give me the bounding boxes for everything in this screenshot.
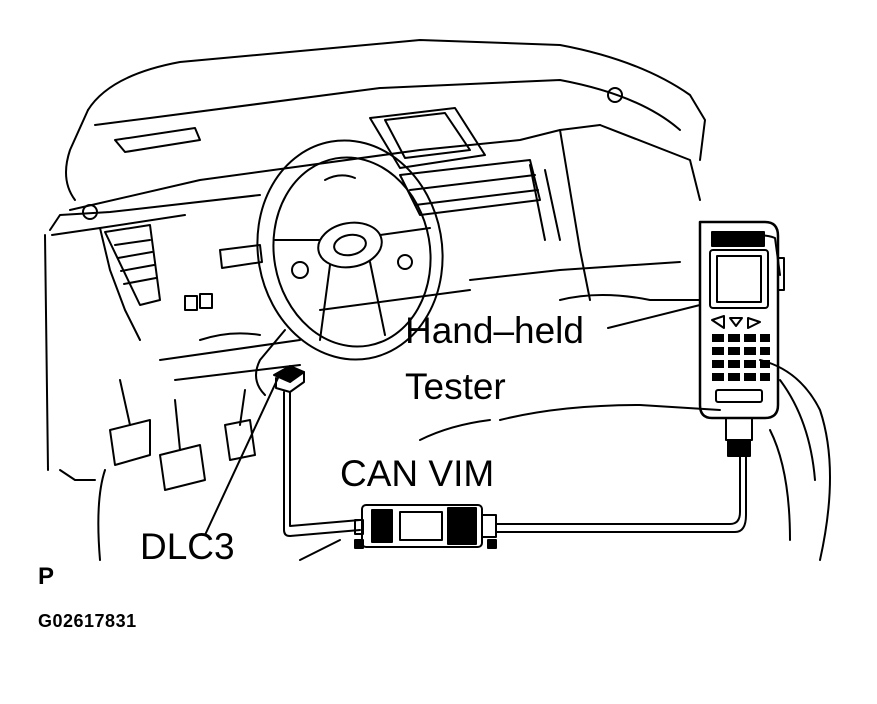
can-vim-label: CAN VIM — [340, 453, 495, 494]
steering-wheel — [255, 139, 444, 396]
tester-cable — [495, 454, 747, 533]
dlc3-cable — [283, 391, 361, 537]
dlc3-label: DLC3 — [140, 526, 235, 567]
dlc3-leader-line — [204, 377, 279, 536]
hand-held-tester-label-line1: Hand–held — [405, 310, 584, 351]
air-vent-left — [104, 224, 161, 306]
center-display — [369, 107, 561, 241]
pedals — [109, 379, 256, 491]
dashboard-outline — [44, 39, 831, 561]
dash-switches — [184, 244, 263, 311]
air-vent-top — [82, 87, 623, 220]
can-vim-module — [354, 504, 497, 549]
hand-held-tester-label-line2: Tester — [405, 366, 506, 407]
hand-held-tester — [698, 220, 785, 457]
tester-leader-line — [607, 304, 701, 329]
view-code-label: P — [38, 563, 55, 590]
figure-id-label: G02617831 — [38, 611, 137, 631]
